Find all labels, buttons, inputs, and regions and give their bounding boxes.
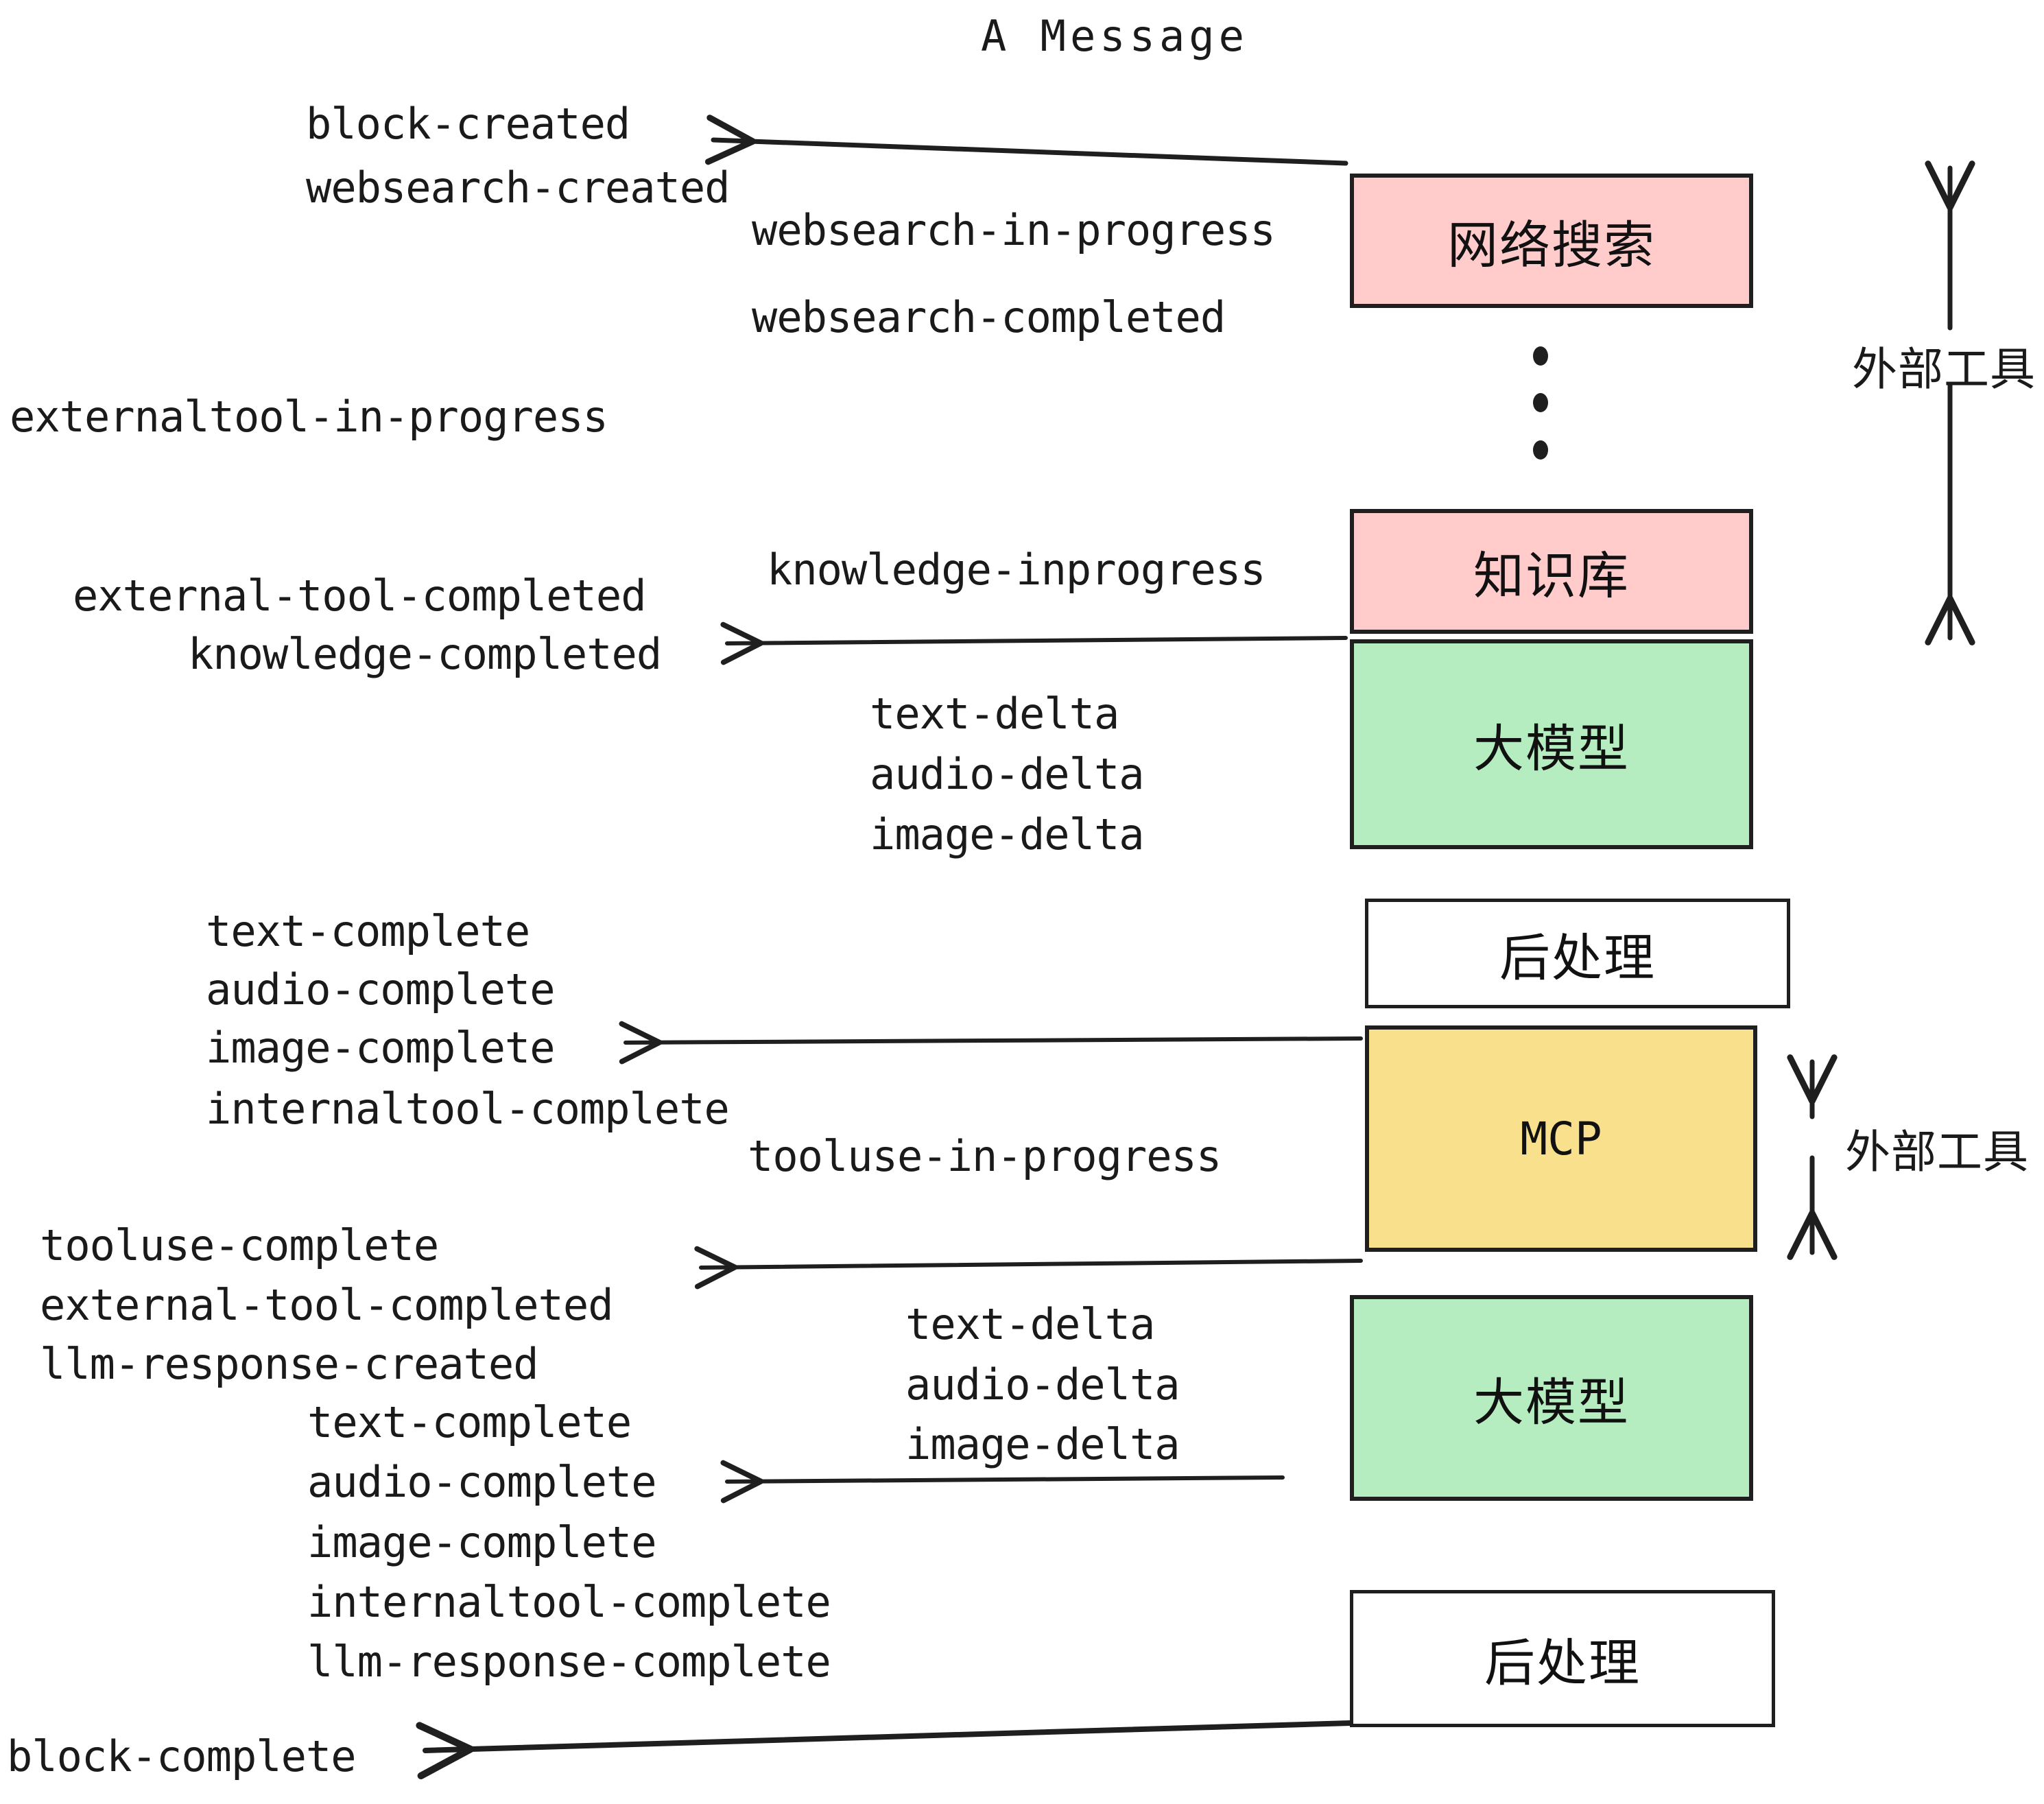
event-block-created: block-created bbox=[306, 99, 630, 149]
ellipsis-dot-2 bbox=[1533, 393, 1548, 412]
event-image-complete-1: image-complete bbox=[206, 1023, 556, 1073]
arrow-websearch-created bbox=[704, 115, 1348, 166]
event-websearch-created: websearch-created bbox=[306, 163, 730, 213]
box-postprocess-2[interactable]: 后处理 bbox=[1350, 1590, 1775, 1727]
box-postprocess-1[interactable]: 后处理 bbox=[1365, 899, 1790, 1008]
ellipsis-dot-3 bbox=[1533, 440, 1548, 460]
event-text-delta-1: text-delta bbox=[870, 689, 1119, 739]
event-llm-response-created: llm-response-created bbox=[40, 1339, 539, 1389]
label-external-tools-top: 外部工具 bbox=[1852, 343, 2036, 396]
event-block-complete: block-complete bbox=[7, 1731, 357, 1781]
box-llm-1[interactable]: 大模型 bbox=[1350, 639, 1753, 849]
event-tooluse-complete: tooluse-complete bbox=[40, 1220, 439, 1270]
arrow-knowledge-completed bbox=[720, 621, 1348, 665]
box-knowledge[interactable]: 知识库 bbox=[1350, 509, 1753, 634]
event-image-delta-2: image-delta bbox=[905, 1419, 1180, 1469]
event-audio-complete-2: audio-complete bbox=[307, 1457, 657, 1507]
event-external-tool-completed-2: external-tool-completed bbox=[40, 1280, 614, 1330]
arrow-tooluse-complete bbox=[694, 1246, 1363, 1290]
page-title: A Message bbox=[981, 11, 1248, 61]
event-websearch-completed: websearch-completed bbox=[752, 292, 1226, 342]
event-internaltool-complete-2: internaltool-complete bbox=[307, 1577, 831, 1627]
event-text-delta-2: text-delta bbox=[905, 1299, 1155, 1349]
event-knowledge-inprogress: knowledge-inprogress bbox=[767, 545, 1266, 595]
event-knowledge-completed: knowledge-completed bbox=[188, 629, 662, 679]
ellipsis-dot-1 bbox=[1533, 346, 1548, 366]
event-audio-complete-1: audio-complete bbox=[206, 964, 556, 1014]
event-websearch-in-progress: websearch-in-progress bbox=[752, 205, 1276, 255]
event-audio-delta-2: audio-delta bbox=[905, 1360, 1180, 1410]
event-externaltool-in-progress: externaltool-in-progress bbox=[10, 392, 608, 442]
event-text-complete-1: text-complete bbox=[206, 906, 530, 956]
arrow-image-complete bbox=[619, 1021, 1363, 1065]
box-llm-2[interactable]: 大模型 bbox=[1350, 1295, 1753, 1501]
event-external-tool-completed-1: external-tool-completed bbox=[73, 571, 647, 621]
event-image-complete-2: image-complete bbox=[307, 1517, 657, 1567]
label-external-tools-bottom: 外部工具 bbox=[1845, 1126, 2029, 1178]
event-internaltool-complete-1: internaltool-complete bbox=[206, 1084, 730, 1134]
box-websearch[interactable]: 网络搜索 bbox=[1350, 174, 1753, 308]
arrow-block-complete bbox=[416, 1720, 1353, 1780]
box-mcp[interactable]: MCP bbox=[1365, 1025, 1757, 1252]
event-tooluse-in-progress: tooluse-in-progress bbox=[748, 1131, 1222, 1181]
event-image-delta-1: image-delta bbox=[870, 809, 1145, 859]
event-llm-response-complete: llm-response-complete bbox=[307, 1637, 831, 1687]
event-text-complete-2: text-complete bbox=[307, 1397, 632, 1447]
arrow-audio-complete bbox=[720, 1460, 1285, 1504]
event-audio-delta-1: audio-delta bbox=[870, 749, 1145, 799]
